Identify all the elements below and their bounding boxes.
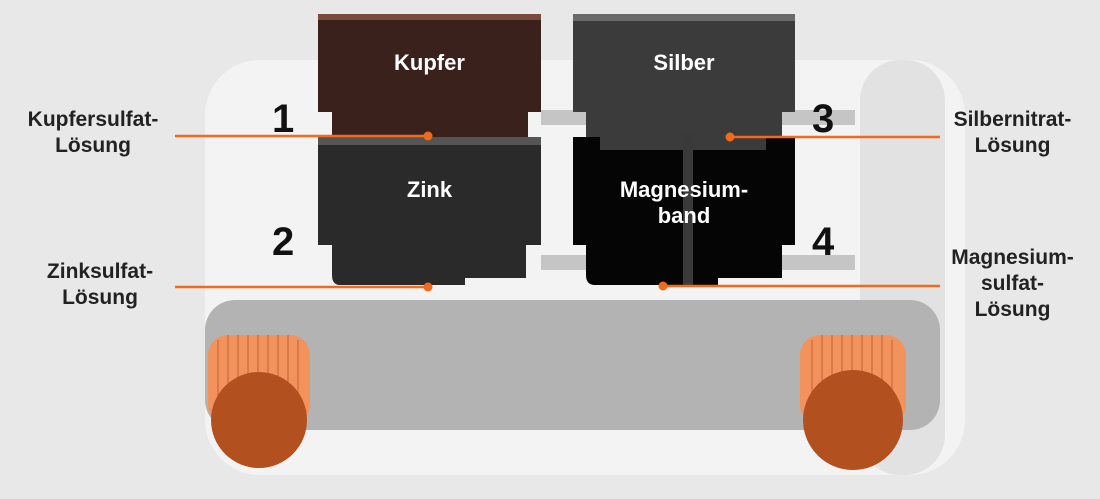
solution-label-line: Lösung bbox=[974, 134, 1051, 157]
leader-dot-4 bbox=[658, 281, 668, 291]
solution-label-2: Zinksulfat- Lösung bbox=[20, 259, 180, 311]
zinc-top-edge bbox=[318, 137, 541, 145]
number-1: 1 bbox=[272, 97, 295, 141]
zinc-label: Zink bbox=[406, 177, 453, 202]
solution-label-4: Magnesium- sulfat- Lösung bbox=[930, 245, 1095, 323]
solution-label-3: Silbernitrat- Lösung bbox=[930, 107, 1095, 159]
solution-label-line: Silbernitrat- bbox=[953, 108, 1072, 131]
solution-label-line: Lösung bbox=[974, 298, 1051, 321]
magnesium-label: Magnesium- band bbox=[573, 177, 795, 229]
number-3: 3 bbox=[812, 97, 835, 141]
copper-electrode bbox=[318, 14, 541, 137]
solution-label-line: Kupfersulfat- bbox=[27, 108, 159, 131]
magnesium-label-line: Magnesium- bbox=[619, 177, 749, 202]
solution-label-line: sulfat- bbox=[981, 272, 1044, 295]
number-2: 2 bbox=[272, 220, 295, 264]
solution-label-line: Magnesium- bbox=[951, 246, 1074, 269]
leader-dot-1 bbox=[423, 131, 433, 141]
right-roller bbox=[800, 335, 906, 470]
silver-electrode bbox=[573, 14, 795, 150]
zinc-electrode bbox=[318, 137, 541, 285]
magnesium-ribbon bbox=[683, 133, 693, 285]
copper-top-edge bbox=[318, 14, 541, 20]
solution-label-line: Lösung bbox=[62, 286, 138, 309]
left-roller bbox=[208, 335, 310, 468]
copper-label: Kupfer bbox=[394, 50, 465, 75]
silver-label: Silber bbox=[653, 50, 715, 75]
magnesium-label-line: band bbox=[657, 203, 711, 228]
leader-lines bbox=[175, 134, 940, 289]
holder-shelf bbox=[205, 300, 940, 430]
solution-label-1: Kupfersulfat- Lösung bbox=[8, 107, 178, 159]
solution-label-line: Zinksulfat- bbox=[46, 260, 154, 283]
number-4: 4 bbox=[812, 220, 835, 264]
leader-dot-2 bbox=[423, 282, 433, 292]
solution-label-line: Lösung bbox=[55, 134, 131, 157]
leader-dot-3 bbox=[725, 132, 735, 142]
silver-top-edge bbox=[573, 14, 795, 21]
